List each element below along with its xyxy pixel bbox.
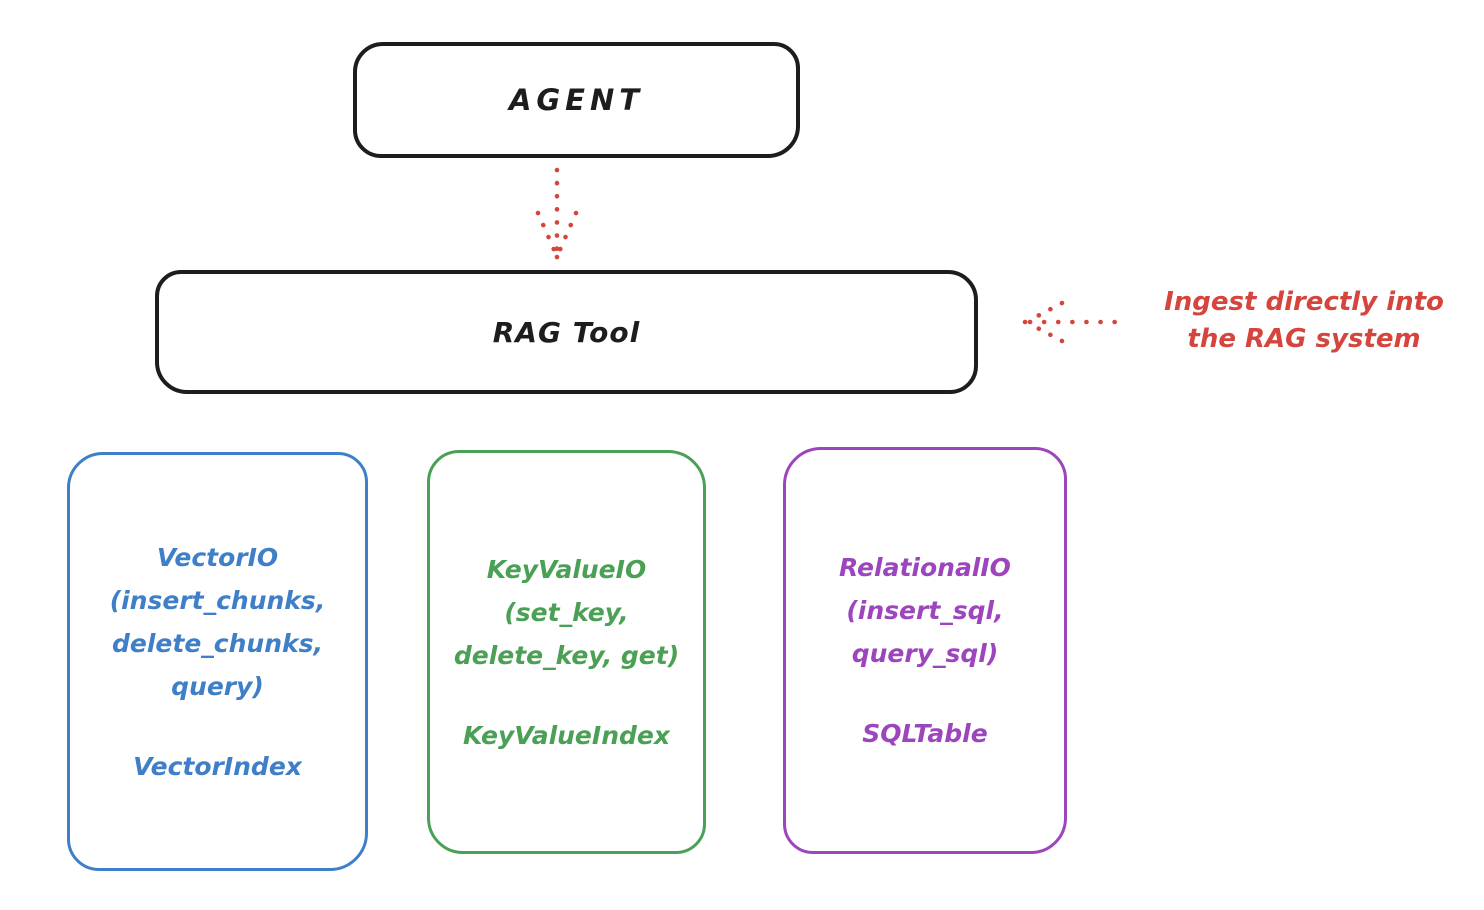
keyvalue-io-line-1: KeyValueIO xyxy=(486,554,647,584)
ingest-annotation-line-2: the RAG system xyxy=(1187,324,1421,354)
relational-io-lines: RelationalIO (insert_sql, query_sql) xyxy=(839,546,1011,675)
ingest-annotation: Ingest directly into the RAG system xyxy=(1128,284,1480,358)
vector-io-line-1: VectorIO xyxy=(156,542,279,572)
keyvalue-io-lines: KeyValueIO (set_key, delete_key, get) xyxy=(454,548,679,677)
vector-index-label: VectorIndex xyxy=(133,751,302,781)
rag-tool-label: RAG Tool xyxy=(492,315,641,349)
relational-io-line-1: RelationalIO xyxy=(839,553,1011,582)
vector-io-line-2: (insert_chunks, xyxy=(109,585,326,615)
keyvalue-index-label: KeyValueIndex xyxy=(463,720,670,750)
vector-io-line-4: query) xyxy=(171,671,264,701)
vector-io-line-3: delete_chunks, xyxy=(112,628,323,658)
relational-io-line-2: (insert_sql, xyxy=(846,596,1004,625)
rag-tool-node: RAG Tool xyxy=(155,270,978,394)
vector-io-node: VectorIO (insert_chunks, delete_chunks, … xyxy=(67,452,368,871)
agent-to-ragtool-arrow-icon xyxy=(535,167,579,260)
relational-io-line-3: query_sql) xyxy=(851,639,999,668)
keyvalue-io-line-2: (set_key, xyxy=(504,597,629,627)
vector-io-lines: VectorIO (insert_chunks, delete_chunks, … xyxy=(110,536,326,708)
annotation-to-ragtool-arrow-icon xyxy=(1022,300,1118,344)
keyvalue-io-line-3: delete_key, get) xyxy=(453,640,680,670)
keyvalue-io-node: KeyValueIO (set_key, delete_key, get) Ke… xyxy=(427,450,706,854)
agent-node: AGENT xyxy=(353,42,800,158)
relational-io-node: RelationalIO (insert_sql, query_sql) SQL… xyxy=(783,447,1067,854)
agent-label: AGENT xyxy=(508,83,645,117)
sql-table-label: SQLTable xyxy=(862,719,988,748)
ingest-annotation-line-1: Ingest directly into xyxy=(1164,287,1444,317)
